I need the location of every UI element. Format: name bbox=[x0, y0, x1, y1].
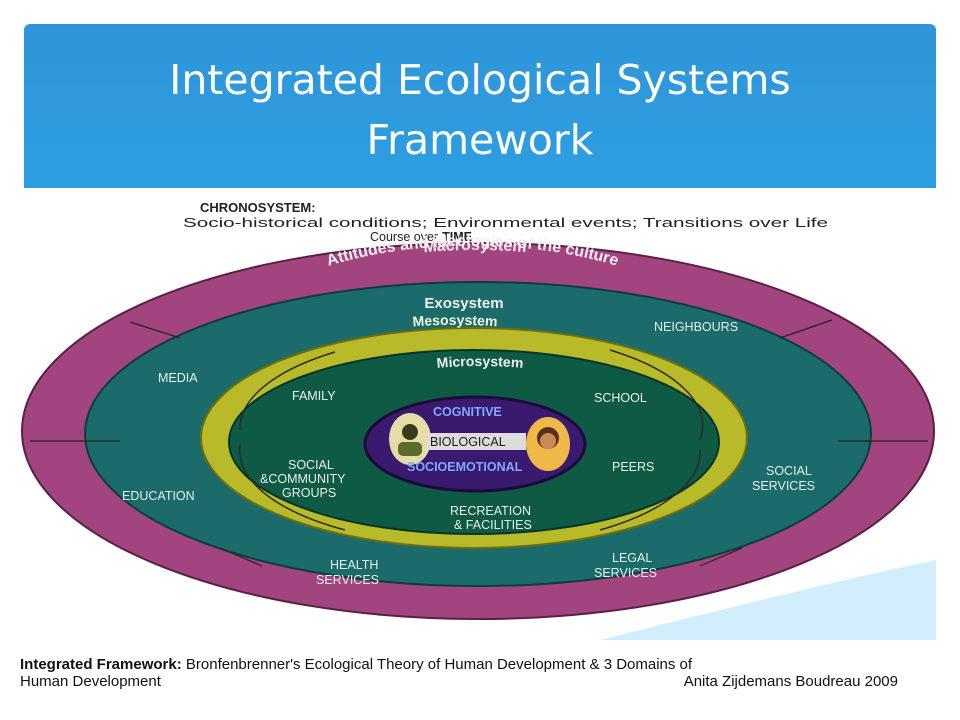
microsystem-label: Microsystem bbox=[436, 353, 524, 371]
mesosystem-label-path: Mesosystem bbox=[412, 312, 498, 330]
micro-recreation-1: RECREATION bbox=[450, 504, 531, 518]
chronosystem-course-text: Course over bbox=[370, 230, 438, 244]
arrow-bottom-right bbox=[599, 449, 701, 531]
decorative-swoosh bbox=[600, 560, 936, 640]
arrow-top-left bbox=[239, 351, 336, 431]
macrosystem-label-path: Macrosystem bbox=[423, 237, 528, 256]
arrow-upper-right bbox=[779, 319, 833, 339]
micro-family: FAMILY bbox=[292, 389, 336, 403]
child-portrait-icon bbox=[389, 413, 431, 465]
footer-text: Bronfenbrenner's Ecological Theory of Hu… bbox=[181, 656, 693, 673]
exo-neighbours: NEIGHBOURS bbox=[654, 320, 738, 334]
chronosystem-time-text: TIME bbox=[442, 230, 472, 244]
exo-education: EDUCATION bbox=[122, 489, 195, 503]
exo-health-2: SERVICES bbox=[316, 573, 379, 587]
title-line-2: Framework bbox=[366, 116, 594, 164]
chronosystem-text-line1: Socio-historical conditions; Environment… bbox=[183, 216, 828, 230]
exo-social-services-2: SERVICES bbox=[752, 479, 815, 493]
slide-title: Integrated Ecological Systems Framework bbox=[24, 50, 936, 170]
adult-portrait-icon bbox=[526, 417, 570, 471]
core-biological: BIOLOGICAL bbox=[430, 435, 506, 449]
core-socioemotional: SOCIOEMOTIONAL bbox=[407, 460, 523, 474]
core-cognitive: COGNITIVE bbox=[433, 405, 502, 419]
title-line-1: Integrated Ecological Systems bbox=[169, 56, 791, 104]
microsystem-label-path: Microsystem bbox=[436, 353, 524, 371]
chronosystem-text-line2: Course over TIME bbox=[370, 230, 472, 244]
micro-social-3: GROUPS bbox=[282, 486, 336, 500]
exosystem-items: NEIGHBOURS MEDIA EDUCATION SOCIAL SERVIC… bbox=[122, 320, 815, 587]
arrow-top-right bbox=[609, 349, 704, 441]
chronosystem-label: CHRONOSYSTEM: bbox=[200, 200, 316, 215]
arrow-lower-left bbox=[219, 547, 263, 567]
footer-author: Anita Zijdemans Boudreau 2009 bbox=[683, 673, 898, 690]
arrow-upper-left bbox=[129, 321, 181, 339]
ring-connector-arrows bbox=[30, 319, 928, 567]
footer-label: Integrated Framework: bbox=[20, 656, 182, 673]
mesosystem-arrows bbox=[238, 349, 704, 531]
footer-caption bbox=[0, 640, 960, 720]
core-biological-bg bbox=[428, 433, 526, 450]
arrow-lower-right bbox=[699, 547, 743, 567]
exo-legal-2: SERVICES bbox=[594, 566, 657, 580]
micro-social-1: SOCIAL bbox=[288, 458, 334, 472]
micro-peers: PEERS bbox=[612, 460, 654, 474]
macrosystem-label: Macrosystem bbox=[423, 237, 528, 256]
exo-social-services-1: SOCIAL bbox=[766, 464, 812, 478]
exosystem-label: Exosystem bbox=[424, 295, 503, 312]
micro-social-2: &COMMUNITY bbox=[260, 472, 346, 486]
micro-recreation-2: & FACILITIES bbox=[454, 518, 532, 532]
exo-media: MEDIA bbox=[158, 371, 198, 385]
footer-line-2: Human Development bbox=[20, 673, 161, 690]
micro-school: SCHOOL bbox=[594, 391, 647, 405]
mesosystem-label: Mesosystem bbox=[412, 312, 498, 330]
arrow-bottom-left bbox=[238, 444, 346, 531]
exo-health-1: HEALTH bbox=[330, 558, 378, 572]
footer-line-1: Integrated Framework: Bronfenbrenner's E… bbox=[20, 656, 692, 673]
microsystem-items: FAMILY SCHOOL PEERS SOCIAL &COMMUNITY GR… bbox=[260, 389, 654, 532]
exo-legal-1: LEGAL bbox=[612, 551, 652, 565]
